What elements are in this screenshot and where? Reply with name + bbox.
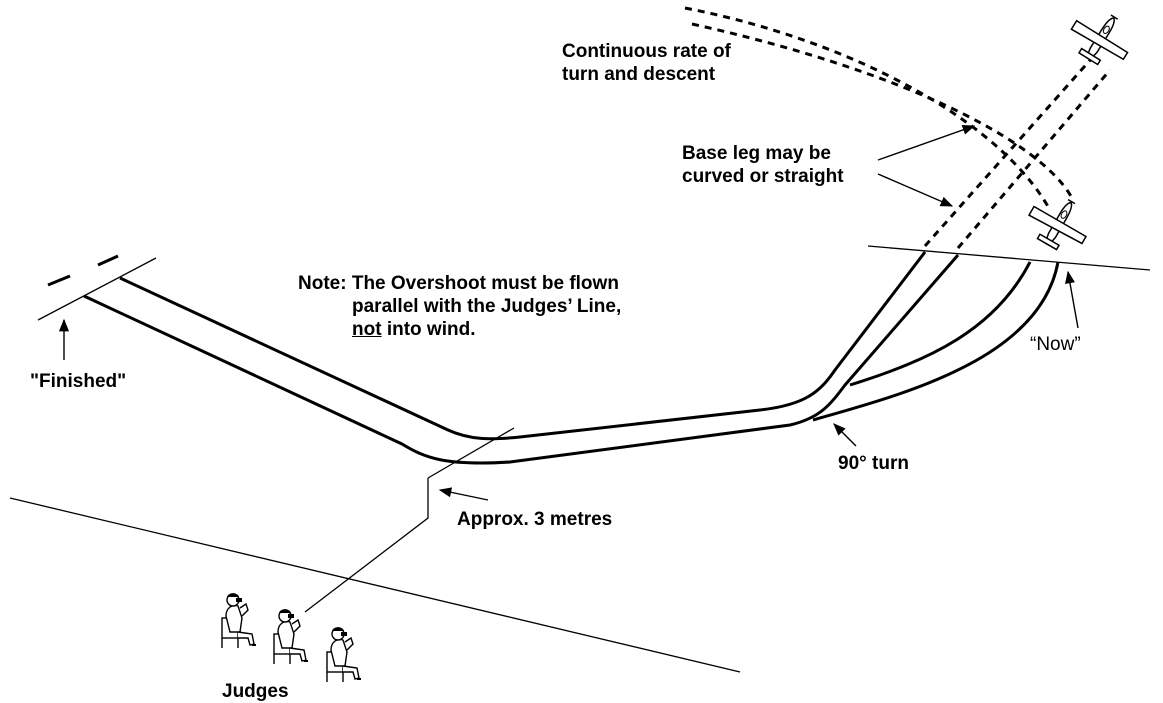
now-label: “Now” bbox=[1030, 334, 1081, 355]
note-prefix: Note: bbox=[298, 273, 347, 294]
curved-base-leg-inner bbox=[849, 261, 1032, 387]
turn-arrow bbox=[833, 423, 857, 447]
flight-path-upper bbox=[119, 251, 927, 441]
overshoot-note: Note: The Overshoot must be flown parall… bbox=[298, 272, 621, 341]
aircraft-icon bbox=[1062, 0, 1141, 76]
base-leg-label-line2: curved or straight bbox=[682, 166, 844, 187]
finish-dash-1 bbox=[47, 274, 71, 287]
finish-line bbox=[37, 257, 157, 321]
now-line bbox=[867, 245, 1151, 271]
note-not: not bbox=[352, 319, 382, 340]
curved-base-leg-outer bbox=[812, 261, 1060, 422]
note-line2: parallel with the Judges’ Line, bbox=[352, 296, 622, 317]
finish-dash-2 bbox=[97, 254, 119, 267]
approx-arrow bbox=[438, 487, 489, 501]
base-leg-arrow-2 bbox=[877, 173, 954, 207]
base-leg-arrow-1 bbox=[877, 125, 976, 161]
base-leg-label-line1: Base leg may be bbox=[682, 143, 831, 164]
turn-label: 90° turn bbox=[838, 453, 909, 474]
judges-label: Judges bbox=[222, 681, 289, 702]
curved-descent-dash-2 bbox=[691, 22, 1074, 199]
continuous-label-line2: turn and descent bbox=[562, 64, 716, 85]
judges-line bbox=[9, 497, 741, 673]
judges-pointer-line bbox=[304, 478, 429, 613]
straight-base-dash-2 bbox=[956, 69, 1112, 249]
curved-descent-dash-1 bbox=[684, 6, 1052, 211]
judge-figure-icon bbox=[221, 592, 257, 649]
now-arrow bbox=[1065, 270, 1079, 329]
approx-label: Approx. 3 metres bbox=[457, 509, 613, 530]
note-line3-rest: into wind. bbox=[381, 319, 476, 340]
straight-base-dash-1 bbox=[923, 57, 1094, 247]
finished-label: "Finished" bbox=[30, 371, 127, 392]
judge-figure-icon bbox=[326, 626, 362, 683]
continuous-label-line1: Continuous rate of bbox=[562, 41, 731, 62]
judge-sight-line bbox=[427, 427, 515, 479]
judge-figure-icon bbox=[273, 608, 309, 665]
note-line3: not into wind. bbox=[298, 318, 621, 341]
aircraft-icon bbox=[1020, 185, 1099, 260]
flight-path-lower bbox=[83, 254, 960, 465]
note-line1: The Overshoot must be flown bbox=[351, 273, 619, 294]
